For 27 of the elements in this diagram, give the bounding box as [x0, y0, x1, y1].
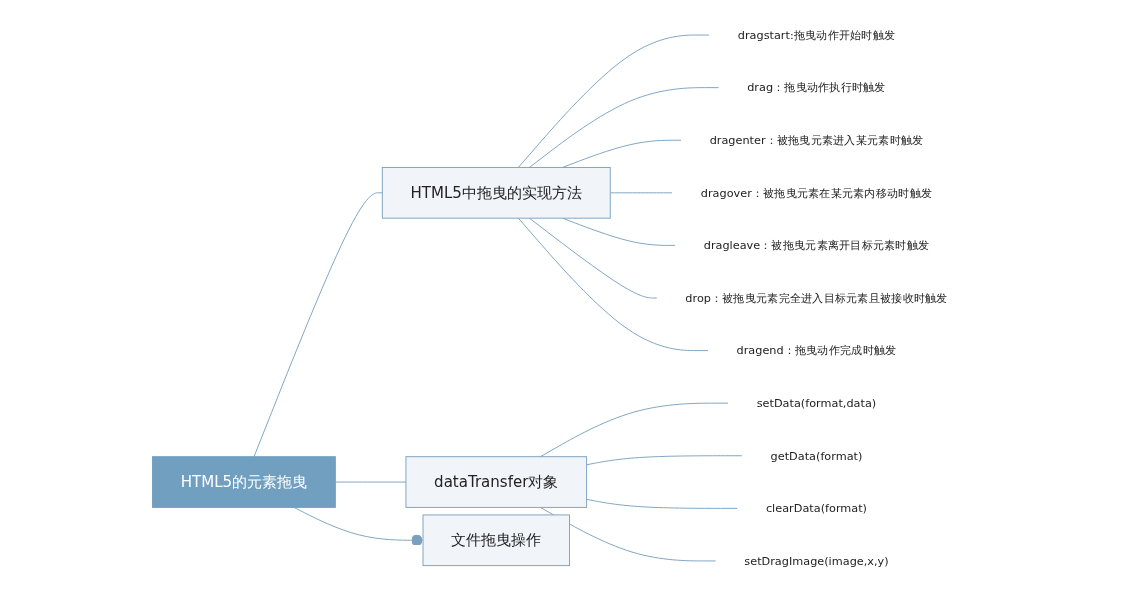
node-text: setDragImage(image,x,y)	[744, 554, 889, 568]
connector	[529, 217, 658, 299]
node-text: drop：被拖曳元素完全进入目标元素且被接收时触发	[685, 291, 948, 305]
node-text: dragend：拖曳动作完成时触发	[736, 344, 897, 358]
connector	[518, 217, 710, 352]
node-text: clearData(format)	[766, 501, 868, 515]
connector	[610, 192, 674, 194]
node-box: 文件拖曳操作	[422, 514, 571, 567]
connector	[586, 498, 739, 509]
node-text: dragenter：被拖曳元素进入某元素时触发	[710, 133, 924, 147]
connector	[540, 402, 730, 458]
node-text: getData(format)	[770, 449, 863, 463]
node-text: dragleave：被拖曳元素离开目标元素时触发	[704, 238, 930, 252]
connector	[253, 192, 384, 458]
node-box: dataTransfer对象	[405, 456, 588, 508]
node-box: HTML5的元素拖曳	[152, 456, 337, 508]
connector	[529, 87, 720, 168]
node-text: setData(format,data)	[757, 396, 877, 410]
node-text: dragover：被拖曳元素在某元素内移动时触发	[701, 186, 933, 200]
node-text: drag：拖曳动作执行时触发	[747, 81, 887, 95]
node-text: dragstart:拖曳动作开始时触发	[738, 28, 896, 42]
connector	[518, 34, 711, 168]
connector	[335, 481, 407, 483]
connector	[562, 139, 683, 168]
connector	[540, 506, 717, 562]
connector	[586, 455, 744, 466]
node-box: HTML5中拖曳的实现方法	[382, 167, 612, 219]
